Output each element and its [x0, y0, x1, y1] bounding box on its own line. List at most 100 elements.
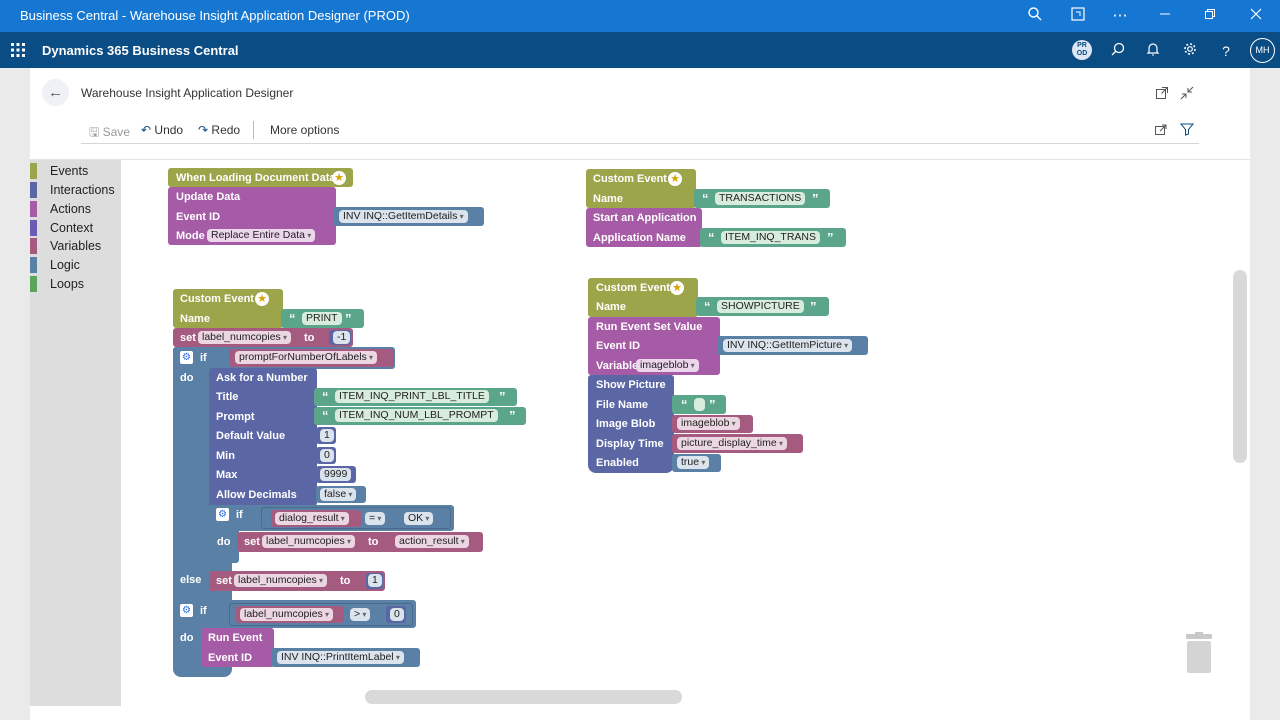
restore-icon[interactable]: [1200, 6, 1220, 26]
more-icon[interactable]: ⋯: [1112, 7, 1128, 24]
toolbox-category-variables[interactable]: Variables: [30, 237, 121, 255]
toolbox-category-logic[interactable]: Logic: [30, 256, 121, 274]
close-icon[interactable]: [1246, 6, 1266, 26]
name-text-field[interactable]: TRANSACTIONS: [715, 192, 806, 205]
variable-dropdown[interactable]: label_numcopies: [240, 608, 334, 621]
app-bar: Dynamics 365 Business Central ?: [0, 32, 1280, 68]
toolbox-category-events[interactable]: Events: [30, 162, 121, 180]
action-bar: 🖫 Save ↶ Undo ↷ Redo More options: [81, 117, 1199, 144]
show-picture-block[interactable]: [588, 375, 674, 473]
application-name-text-field[interactable]: ITEM_INQ_TRANS: [721, 231, 821, 244]
number-field[interactable]: -1: [333, 331, 351, 344]
min-field[interactable]: 0: [320, 449, 334, 462]
toolbox-category-interactions[interactable]: Interactions: [30, 181, 121, 199]
event-id-dropdown[interactable]: INV INQ::PrintItemLabel: [277, 651, 404, 664]
search-icon[interactable]: [1025, 6, 1045, 26]
title-label: Title: [216, 391, 239, 403]
minimize-icon[interactable]: [1155, 6, 1175, 26]
share-icon[interactable]: [1154, 122, 1168, 139]
run-event-block[interactable]: [201, 628, 274, 667]
variable-dropdown[interactable]: label_numcopies: [262, 535, 356, 548]
quote-open: “: [289, 311, 296, 326]
search-icon[interactable]: [1108, 41, 1128, 61]
mode-dropdown[interactable]: Replace Entire Data: [207, 229, 316, 242]
filter-icon[interactable]: [1179, 122, 1195, 139]
star-icon[interactable]: ★: [670, 281, 684, 295]
event-id-dropdown[interactable]: INV INQ::GetItemDetails: [339, 210, 468, 223]
start-application-block[interactable]: [586, 208, 702, 247]
toolbar-divider: [253, 121, 254, 139]
operator-dropdown[interactable]: =: [365, 512, 386, 525]
toolbox-category-context[interactable]: Context: [30, 219, 121, 237]
name-text-field[interactable]: PRINT: [302, 312, 342, 325]
gear-icon[interactable]: ⚙: [180, 604, 193, 617]
redo-button[interactable]: ↷ Redo: [198, 123, 240, 137]
bell-icon[interactable]: [1143, 41, 1163, 61]
allow-decimals-dropdown[interactable]: false: [320, 488, 357, 501]
help-icon[interactable]: ?: [1222, 43, 1230, 59]
horizontal-scrollbar[interactable]: [365, 690, 682, 704]
app-install-icon[interactable]: [1068, 6, 1088, 26]
default-value-field[interactable]: 1: [320, 429, 334, 442]
star-icon[interactable]: ★: [255, 292, 269, 306]
event-id-dropdown[interactable]: INV INQ::GetItemPicture: [723, 339, 853, 352]
quote-open: “: [322, 389, 329, 404]
event-id-label: Event ID: [176, 211, 221, 223]
trash-icon[interactable]: [1184, 632, 1214, 674]
condition-dropdown[interactable]: promptForNumberOfLabels: [235, 351, 378, 364]
quote-close: ”: [827, 230, 834, 245]
back-arrow-icon[interactable]: ←: [42, 79, 69, 106]
variable-dropdown[interactable]: label_numcopies: [234, 574, 328, 587]
if-label: if: [200, 352, 207, 364]
toolbox-category-loops[interactable]: Loops: [30, 275, 121, 293]
default-value-label: Default Value: [216, 430, 286, 442]
gear-icon[interactable]: ⚙: [216, 508, 229, 521]
start-application-label: Start an Application: [593, 212, 697, 224]
toolbox-category-actions[interactable]: Actions: [30, 200, 121, 218]
save-button[interactable]: 🖫 Save: [89, 123, 130, 144]
number-field[interactable]: 0: [390, 608, 404, 621]
variable-label: Variable: [596, 360, 639, 372]
variable-dropdown[interactable]: label_numcopies: [198, 331, 292, 344]
undo-button[interactable]: ↶ Undo: [141, 123, 183, 137]
prompt-text-field[interactable]: ITEM_INQ_NUM_LBL_PROMPT: [335, 409, 498, 422]
dialog-result-dropdown[interactable]: dialog_result: [275, 512, 349, 525]
collapse-icon[interactable]: [1180, 86, 1194, 100]
operator-dropdown[interactable]: >: [350, 608, 371, 621]
enabled-label: Enabled: [596, 457, 639, 469]
open-new-window-icon[interactable]: [1155, 86, 1169, 100]
gear-icon[interactable]: ⚙: [180, 351, 193, 364]
action-result-dropdown[interactable]: action_result: [395, 535, 469, 548]
quote-close: ”: [709, 397, 716, 412]
file-name-text-field[interactable]: [694, 398, 705, 411]
display-time-dropdown[interactable]: picture_display_time: [677, 437, 787, 450]
update-data-label: Update Data: [176, 191, 241, 203]
gear-icon[interactable]: [1180, 41, 1200, 61]
quote-close: ”: [509, 408, 516, 423]
variable-dropdown[interactable]: imageblob: [636, 359, 699, 372]
quote-open: “: [708, 230, 715, 245]
vertical-scrollbar[interactable]: [1233, 270, 1247, 463]
star-icon[interactable]: ★: [668, 172, 682, 186]
quote-open: “: [322, 408, 329, 423]
to-label: to: [340, 575, 351, 587]
environment-badge[interactable]: PR OD: [1072, 40, 1092, 60]
name-text-field[interactable]: SHOWPICTURE: [717, 300, 804, 313]
app-launcher-icon[interactable]: [11, 43, 25, 57]
image-blob-label: Image Blob: [596, 418, 656, 430]
app-name[interactable]: Dynamics 365 Business Central: [42, 43, 239, 58]
max-field[interactable]: 9999: [320, 468, 352, 481]
more-options-button[interactable]: More options: [270, 123, 340, 137]
set-label: set: [216, 575, 232, 587]
avatar[interactable]: MH: [1250, 38, 1275, 63]
divider: [30, 159, 1250, 160]
number-field[interactable]: 1: [368, 574, 382, 587]
title-text-field[interactable]: ITEM_INQ_PRINT_LBL_TITLE: [335, 390, 489, 403]
enabled-dropdown[interactable]: true: [677, 456, 710, 469]
image-blob-dropdown[interactable]: imageblob: [677, 417, 740, 430]
set-label: set: [180, 332, 196, 344]
quote-close: ”: [499, 389, 506, 404]
ask-for-number-block[interactable]: [209, 368, 317, 506]
star-icon[interactable]: ★: [332, 171, 346, 185]
ok-dropdown[interactable]: OK: [404, 512, 434, 525]
